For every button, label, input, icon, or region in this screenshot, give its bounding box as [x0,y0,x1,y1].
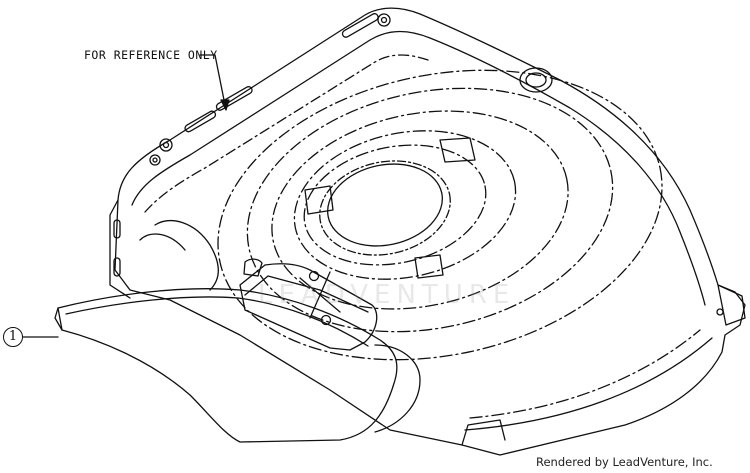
side-slot [113,219,121,239]
hinge-bracket [239,263,378,351]
reference-arrow [220,99,230,111]
deck-rim-line-2 [144,54,429,213]
hinge-bolt [308,270,320,282]
bolt-boss [162,141,170,149]
watermark-text: LEADVENTURE [258,280,516,310]
hinge-cross [299,271,341,319]
center-tab [414,254,444,279]
center-opening-lip [319,160,451,256]
center-tab [439,137,476,163]
callout-1[interactable]: 1 [3,327,23,347]
mounting-slot [184,110,217,133]
reference-note: FOR REFERENCE ONLY [84,48,218,62]
discharge-opening [154,219,219,291]
discharge-opening-edge [139,233,186,251]
mounting-slot [341,13,379,38]
credit-text: Rendered by LeadVenture, Inc. [536,455,713,469]
reference-leader [199,54,226,106]
right-bracket [717,284,746,326]
deck-ring-2 [246,87,614,333]
left-side-wall [109,199,131,299]
bracket-hole [716,308,724,316]
deflector-chute-fold [374,344,421,433]
deck-ring-3 [271,110,569,310]
bolt-boss [380,16,388,24]
bolt-boss [149,154,161,166]
deflector-chute-edge [54,307,63,331]
center-opening [327,163,443,247]
deck-skirt-2 [464,337,713,431]
bolt-boss [159,138,173,152]
bolt-boss [525,72,547,88]
deck-skirt-edge [461,419,506,446]
deck-skirt [469,329,701,419]
hinge-pin [243,258,263,277]
bolt-boss [377,13,391,27]
deck-rim-line [131,30,706,306]
center-tab [304,185,334,215]
deck-housing-outline [114,7,746,456]
hinge-bracket-top [244,275,369,313]
mounting-slot [215,86,253,111]
deck-ring-4 [293,130,517,280]
side-slot [113,257,121,277]
bolt-boss [152,157,158,163]
bolt-boss [519,67,553,93]
deck-ring-5 [303,144,487,266]
deflector-chute [57,288,398,443]
deck-ring-outer [217,69,663,361]
hinge-bolt [320,314,332,326]
